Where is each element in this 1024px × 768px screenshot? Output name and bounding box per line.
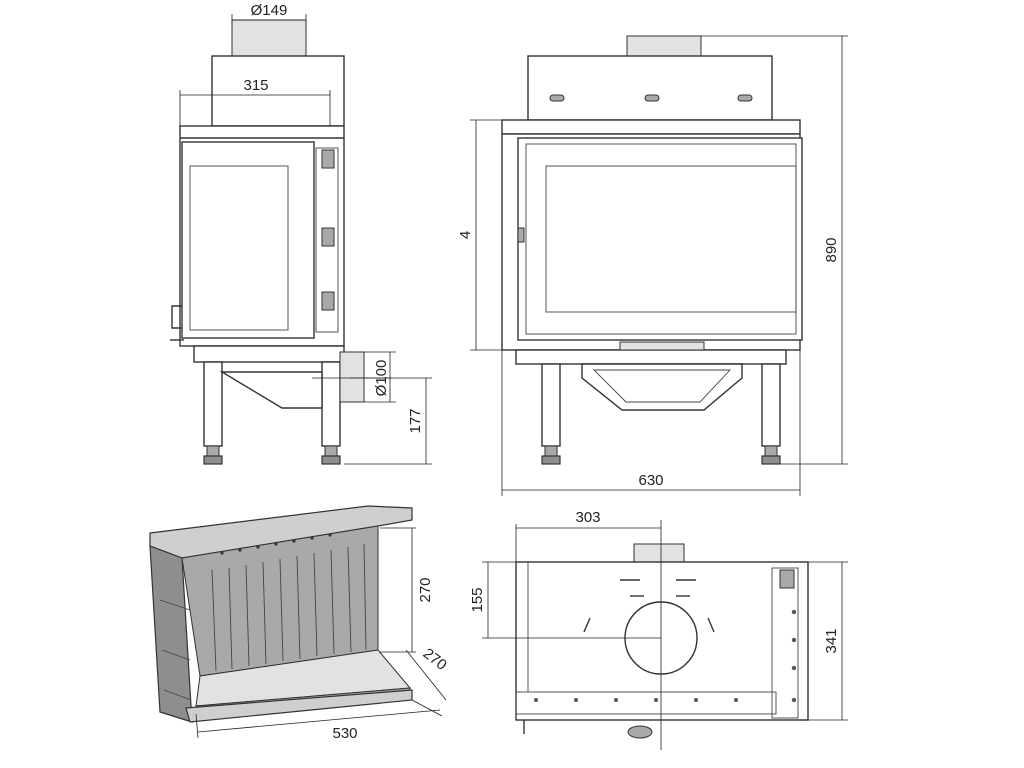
dim-top-flue-depth: 155 — [469, 587, 486, 612]
dim-side-depth: 315 — [243, 77, 268, 94]
front-ash-hopper — [581, 363, 743, 411]
front-flue-spigot — [626, 35, 702, 59]
front-base-plate — [515, 349, 787, 365]
side-flue-spigot — [231, 19, 307, 57]
front-view: 4 890 630 — [457, 35, 848, 496]
dim-liner-height: 270 — [417, 577, 434, 602]
side-leg-front — [203, 361, 223, 447]
liner-isometric-view: 270 270 530 — [149, 505, 450, 742]
top-door-handle — [627, 725, 653, 739]
side-base-plate — [193, 345, 345, 363]
dim-front-total-height: 890 — [823, 237, 840, 262]
side-view: Ø149 315 Ø100 177 — [170, 2, 432, 465]
front-top-bar — [501, 119, 801, 135]
side-glass-inner — [189, 165, 289, 331]
top-flue-stub — [633, 543, 685, 565]
side-door-handle — [171, 305, 182, 329]
side-top-housing — [211, 55, 345, 127]
side-leg-rear — [321, 361, 341, 447]
front-leg-right — [761, 363, 781, 447]
side-air-box — [219, 371, 323, 409]
side-door-glass — [181, 141, 315, 339]
front-glass-inner — [545, 165, 797, 313]
dim-top-flue-offset: 303 — [575, 509, 600, 526]
dim-side-flue-diameter: Ø149 — [251, 2, 288, 19]
side-air-inlet — [339, 351, 365, 403]
dim-top-total-depth: 341 — [823, 628, 840, 653]
dim-side-leg-height: 177 — [407, 408, 424, 433]
dim-front-height-partial: 4 — [457, 231, 474, 239]
front-door-frame — [517, 137, 803, 341]
dim-liner-width: 530 — [332, 725, 357, 742]
top-view: 303 155 341 — [469, 509, 848, 750]
front-top-housing — [527, 55, 773, 121]
front-leg-left — [541, 363, 561, 447]
dim-front-width: 630 — [638, 472, 663, 489]
dim-liner-depth: 270 — [420, 645, 450, 674]
